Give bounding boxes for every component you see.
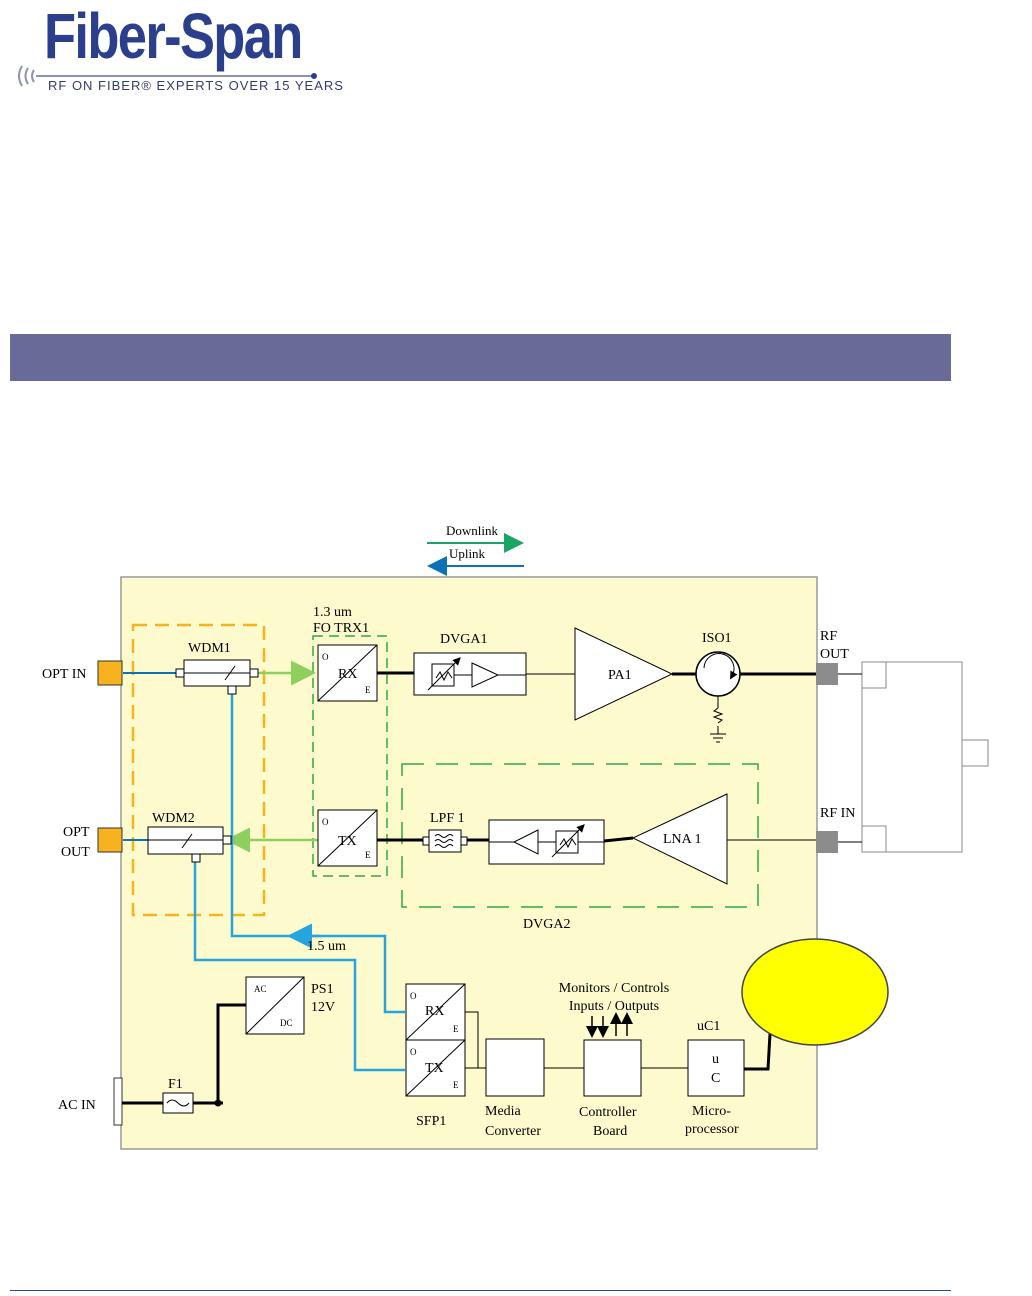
opt-in-connector (97, 660, 123, 686)
external-rf-box (861, 661, 989, 853)
wdm2-block: WDM2 (147, 811, 232, 863)
ps1-label-1: PS1 (311, 982, 334, 997)
svg-text:WDM2: WDM2 (152, 811, 195, 826)
logo-signal-icon (18, 65, 317, 87)
microprocessor-block: u C (687, 1039, 745, 1097)
dvga1-block (413, 652, 527, 696)
highlight-ellipse (741, 938, 889, 1046)
opt-in-label: OPT IN (42, 667, 86, 682)
micro-label-2: processor (685, 1122, 739, 1137)
ac-in-label: AC IN (58, 1098, 96, 1113)
svg-text:C: C (711, 1071, 720, 1086)
svg-text:O: O (322, 652, 329, 662)
opt-out-connector (97, 827, 123, 853)
monitors-label-2: Inputs / Outputs (569, 999, 659, 1014)
wavelength-15um-label: 1.5 um (307, 939, 346, 954)
fo-tx-block: O E TX (317, 809, 378, 867)
svg-text:RX: RX (425, 1004, 444, 1019)
fo-rx-block: O E RX (317, 644, 378, 702)
uc-link-wire (744, 1033, 772, 1071)
svg-text:E: E (365, 850, 371, 860)
svg-text:E: E (365, 685, 371, 695)
rf-out-label-2: OUT (820, 647, 849, 662)
rf-in-port (816, 831, 838, 853)
logo-tagline: RF ON FIBER® EXPERTS OVER 15 YEARS (48, 78, 344, 93)
legend-uplink-label: Uplink (449, 546, 486, 561)
f1-label: F1 (168, 1077, 183, 1092)
wdm1-block: WDM1 (175, 641, 259, 695)
fiber-15um-rx (230, 690, 405, 1014)
svg-text:DC: DC (280, 1018, 293, 1028)
controller-board-label-1: Controller (579, 1105, 637, 1120)
lna1-amplifier: LNA 1 (631, 793, 728, 885)
ac-in-connector (113, 1077, 123, 1126)
opt-out-label-1: OPT (63, 825, 90, 840)
wdm-group-outline (131, 623, 266, 917)
svg-text:E: E (453, 1080, 459, 1090)
fo-trx-group-outline (312, 635, 388, 877)
fo-trx-label-1: 1.3 um (313, 605, 352, 620)
controller-board-label-2: Board (593, 1124, 627, 1139)
svg-text:LNA 1: LNA 1 (663, 832, 702, 847)
svg-text:O: O (410, 1047, 417, 1057)
dvga2-block (488, 819, 605, 865)
monitor-io-arrows (586, 1012, 633, 1038)
opt-out-label-2: OUT (61, 845, 90, 860)
media-converter-block (485, 1038, 545, 1097)
svg-text:TX: TX (425, 1061, 444, 1076)
dvga1-label: DVGA1 (440, 632, 487, 647)
dvga2-group-outline (401, 763, 759, 908)
sfp1-tx-block: O E TX (405, 1039, 466, 1097)
media-converter-label-2: Converter (485, 1124, 541, 1139)
section-band (10, 334, 951, 381)
lpf1-label: LPF 1 (430, 811, 465, 826)
legend-downlink-label: Downlink (446, 523, 499, 538)
svg-text:AC: AC (254, 984, 267, 994)
svg-text:PA1: PA1 (608, 668, 632, 683)
fo-trx-label-2: FO TRX1 (313, 621, 369, 636)
micro-label-1: Micro- (692, 1104, 731, 1119)
sfp1-label: SFP1 (416, 1114, 446, 1129)
uc1-label: uC1 (697, 1019, 720, 1034)
rf-in-label: RF IN (820, 806, 855, 821)
f1-fuse (162, 1092, 194, 1114)
svg-text:u: u (712, 1052, 719, 1067)
media-converter-label-1: Media (485, 1104, 522, 1119)
svg-text:WDM1: WDM1 (188, 641, 231, 656)
power-wire (216, 1003, 246, 1103)
sfp1-rx-block: O E RX (405, 983, 466, 1041)
svg-text:TX: TX (338, 834, 357, 849)
dvga2-label: DVGA2 (523, 917, 570, 932)
controller-board-block (583, 1039, 642, 1097)
svg-text:O: O (322, 817, 329, 827)
svg-text:O: O (410, 991, 417, 1001)
iso1-isolator (695, 651, 741, 743)
svg-text:RX: RX (338, 667, 357, 682)
svg-text:E: E (453, 1024, 459, 1034)
ps1-label-2: 12V (311, 1000, 335, 1015)
pa1-amplifier: PA1 (574, 627, 674, 721)
ps1-block: AC DC (245, 976, 305, 1035)
lpf1-filter (422, 829, 468, 853)
logo-title: Fiber-Span (44, 0, 303, 72)
fiber-15um-tx (193, 860, 405, 1072)
iso1-label: ISO1 (702, 631, 732, 646)
monitors-label-1: Monitors / Controls (559, 981, 669, 996)
rf-out-label-1: RF (820, 629, 837, 644)
rf-out-port (816, 663, 838, 685)
footer-divider (10, 1290, 951, 1291)
